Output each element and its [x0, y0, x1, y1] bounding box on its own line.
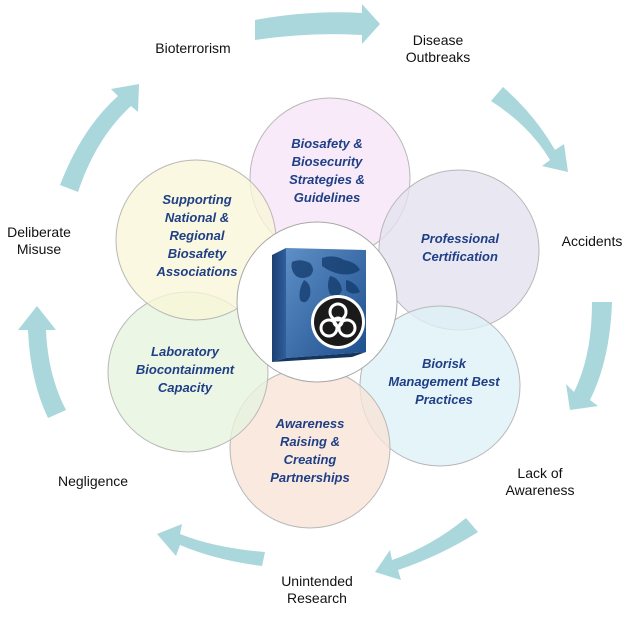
arrow-left-lower [18, 306, 66, 418]
label-accidents: Accidents [561, 233, 623, 249]
petal-label-line: Capacity [158, 380, 213, 395]
petal-label-line: Biosafety [168, 246, 227, 261]
petal-label-line: Biocontainment [136, 362, 235, 377]
petal-label-line: Certification [422, 249, 498, 264]
label-unintended-research: Unintended Research [281, 573, 353, 606]
arrow-bottom-right [375, 518, 478, 580]
petal-label-line: Regional [170, 228, 225, 243]
label-bioterrorism: Bioterrorism [155, 40, 231, 56]
petal-label-line: Biosafety & [291, 136, 363, 151]
petal-label-line: Associations [156, 264, 238, 279]
arrow-top-right [491, 87, 568, 172]
label-disease-outbreaks: Disease Outbreaks [405, 32, 471, 65]
label-lack-of-awareness: Lack of Awareness [505, 465, 575, 498]
petal-label-line: Professional [421, 231, 499, 246]
arrow-top [255, 4, 380, 44]
petal-label-line: Strategies & [289, 172, 365, 187]
cycle-arrows [18, 4, 612, 580]
petal-label-line: Biosecurity [292, 154, 364, 169]
petal-label-line: Partnerships [270, 470, 349, 485]
petal-label-line: Management Best [388, 374, 500, 389]
petal-label-line: Guidelines [294, 190, 360, 205]
label-negligence: Negligence [57, 473, 129, 489]
label-deliberate-misuse: Deliberate Misuse [7, 224, 71, 257]
petal-label-line: Laboratory [151, 344, 220, 359]
petal-label-line: Creating [284, 452, 337, 467]
biohazard-globe-icon [272, 248, 366, 362]
petal-label-line: National & [165, 210, 229, 225]
petal-label-line: Supporting [162, 192, 231, 207]
arrow-right [566, 302, 612, 410]
petal-label-line: Raising & [280, 434, 340, 449]
petal-label-line: Practices [415, 392, 473, 407]
center-hub [236, 221, 398, 383]
arrow-bottom-left [157, 524, 265, 566]
arrow-left-upper [60, 84, 139, 192]
petal-label-line: Awareness [275, 416, 345, 431]
petal-label-line: Biorisk [422, 356, 467, 371]
